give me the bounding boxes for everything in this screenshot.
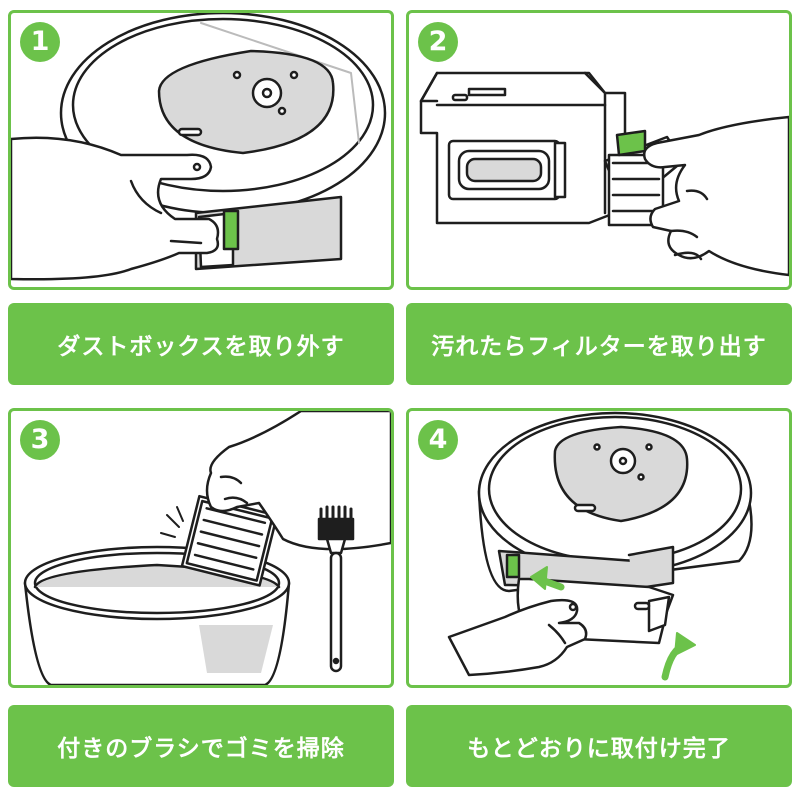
bin-reinstall-illustration (447, 411, 753, 681)
step-4-caption: もとどおりに取付け完了 (406, 705, 792, 787)
step-3-caption: 付きのブラシでゴミを掃除 (8, 705, 394, 787)
step-4-panel: 4 (406, 408, 792, 688)
step-number-badge: 1 (20, 22, 60, 62)
filter-removal-illustration (419, 71, 789, 277)
step-3-panel: 3 (8, 408, 394, 688)
robot-remove-bin-illustration (11, 13, 387, 281)
filter-cleaning-illustration (23, 411, 391, 685)
step-1-panel: 1 (8, 10, 394, 290)
step-2-caption: 汚れたらフィルターを取り出す (406, 303, 792, 385)
step-number-badge: 3 (20, 420, 60, 460)
step-number-badge: 2 (418, 22, 458, 62)
step-2-panel: 2 (406, 10, 792, 290)
step-1-caption: ダストボックスを取り外す (8, 303, 394, 385)
step-number-badge: 4 (418, 420, 458, 460)
